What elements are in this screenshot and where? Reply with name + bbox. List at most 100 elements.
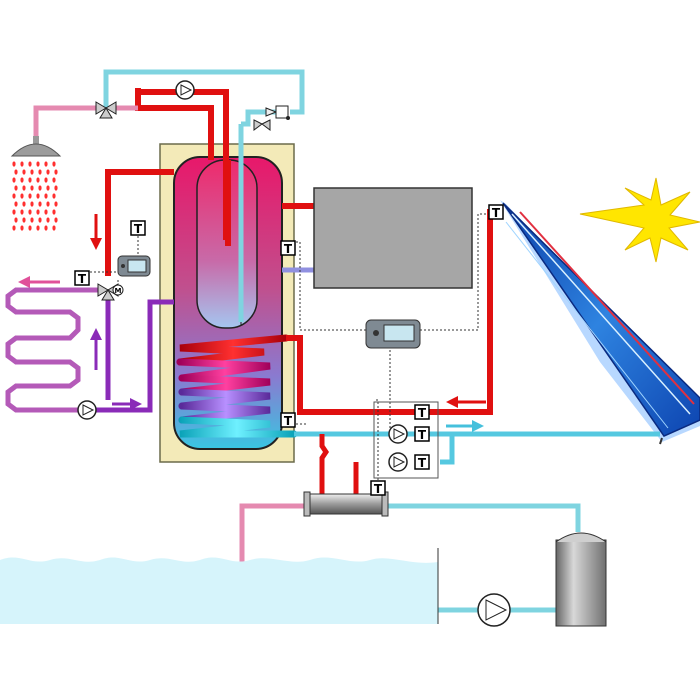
solar-controller-icon <box>365 319 421 349</box>
water-drop <box>36 225 40 231</box>
water-drop <box>22 201 26 207</box>
pipe-network <box>5 69 660 613</box>
pool-filter-vessel <box>555 532 607 627</box>
water-drop <box>28 193 32 199</box>
water-drop <box>22 185 26 191</box>
temp-sensor-tank-top: T <box>280 240 296 256</box>
water-drop <box>52 161 56 167</box>
arrow-left-red <box>446 396 486 408</box>
water-drop <box>12 161 16 167</box>
heating-return-pipe <box>96 299 174 413</box>
arrow-right-cyan <box>446 420 484 432</box>
pump-solar-icon <box>388 424 408 444</box>
pump-shower-loop-icon <box>175 80 195 100</box>
svg-text:T: T <box>284 414 293 428</box>
temp-sensor-heating: T <box>74 270 90 286</box>
water-drop <box>28 209 32 215</box>
water-drop <box>46 217 50 223</box>
warm-pipe-shower <box>33 105 100 140</box>
water-drop <box>14 185 18 191</box>
water-drop <box>30 185 34 191</box>
flow-arrows <box>18 214 486 432</box>
mixing-valve-top-icon <box>95 101 117 119</box>
water-drop <box>44 209 48 215</box>
pool-heat-exchanger <box>303 491 389 517</box>
water-drop <box>44 161 48 167</box>
water-drop <box>36 193 40 199</box>
swimming-pool <box>0 548 439 624</box>
water-drop <box>14 217 18 223</box>
water-drop <box>52 177 56 183</box>
water-drop <box>30 217 34 223</box>
water-drop <box>20 177 24 183</box>
water-drop <box>36 177 40 183</box>
water-drop <box>22 217 26 223</box>
heating-supply-pipe <box>105 169 174 276</box>
svg-text:T: T <box>134 222 143 236</box>
water-drop <box>14 201 18 207</box>
water-drop <box>20 193 24 199</box>
temp-sensor-tank-bottom: T <box>280 412 296 428</box>
arrow-left-pink <box>18 276 60 288</box>
water-drop <box>20 225 24 231</box>
water-drop <box>12 193 16 199</box>
heating-mixing-valve-icon: M <box>97 283 124 301</box>
temp-sensor-solar-flow: T <box>414 404 430 420</box>
water-drop <box>44 193 48 199</box>
pump-pool-icon <box>477 593 511 627</box>
water-drop <box>46 201 50 207</box>
svg-text:T: T <box>374 482 383 496</box>
water-drop <box>20 161 24 167</box>
water-drop <box>52 193 56 199</box>
water-drop <box>54 217 58 223</box>
water-drop <box>54 185 58 191</box>
water-drop <box>54 201 58 207</box>
water-drop <box>38 169 42 175</box>
arrow-up-violet <box>90 328 102 370</box>
svg-text:T: T <box>78 272 87 286</box>
water-drop <box>44 225 48 231</box>
water-drop <box>14 169 18 175</box>
water-drop <box>38 217 42 223</box>
water-drop <box>12 225 16 231</box>
temp-sensor-exchanger: T <box>370 480 386 496</box>
temp-sensor-solar-return: T <box>414 426 430 442</box>
water-drop <box>52 209 56 215</box>
cold-pipe-top <box>103 69 305 115</box>
thermostatic-valve-icon <box>253 105 290 131</box>
svg-text:T: T <box>492 206 501 220</box>
solar-collector <box>500 200 700 445</box>
pump-heating-icon <box>77 400 97 420</box>
water-drop <box>46 169 50 175</box>
water-drop <box>28 225 32 231</box>
temp-sensor-collector: T <box>488 204 504 220</box>
pool-warm-pipe <box>239 503 306 570</box>
heating-controller-icon <box>117 255 151 277</box>
pool-hot-pipe <box>306 434 330 503</box>
heat-exchanger-coil <box>176 334 298 438</box>
shower-head-icon <box>10 136 62 157</box>
temp-sensor-pool-loop: T <box>414 454 430 470</box>
water-drop <box>20 209 24 215</box>
water-drop <box>52 225 56 231</box>
arrow-down-red <box>90 214 102 250</box>
temperature-sensors: T T T T T T T T <box>74 204 504 496</box>
svg-text:T: T <box>418 428 427 442</box>
arrow-right-violet <box>112 398 142 410</box>
water-drop <box>28 161 32 167</box>
water-drop <box>38 185 42 191</box>
heating-floor-loop <box>5 287 100 413</box>
water-drop <box>44 177 48 183</box>
pool-cold-pipe <box>440 434 455 465</box>
water-drop <box>38 201 42 207</box>
auxiliary-boiler <box>313 187 473 289</box>
pump-pool-exchanger-icon <box>388 452 408 472</box>
water-drop <box>12 177 16 183</box>
svg-text:T: T <box>284 242 293 256</box>
svg-text:T: T <box>418 406 427 420</box>
water-drop <box>22 169 26 175</box>
water-drop <box>30 169 34 175</box>
water-drops <box>12 161 58 231</box>
water-drop <box>54 169 58 175</box>
